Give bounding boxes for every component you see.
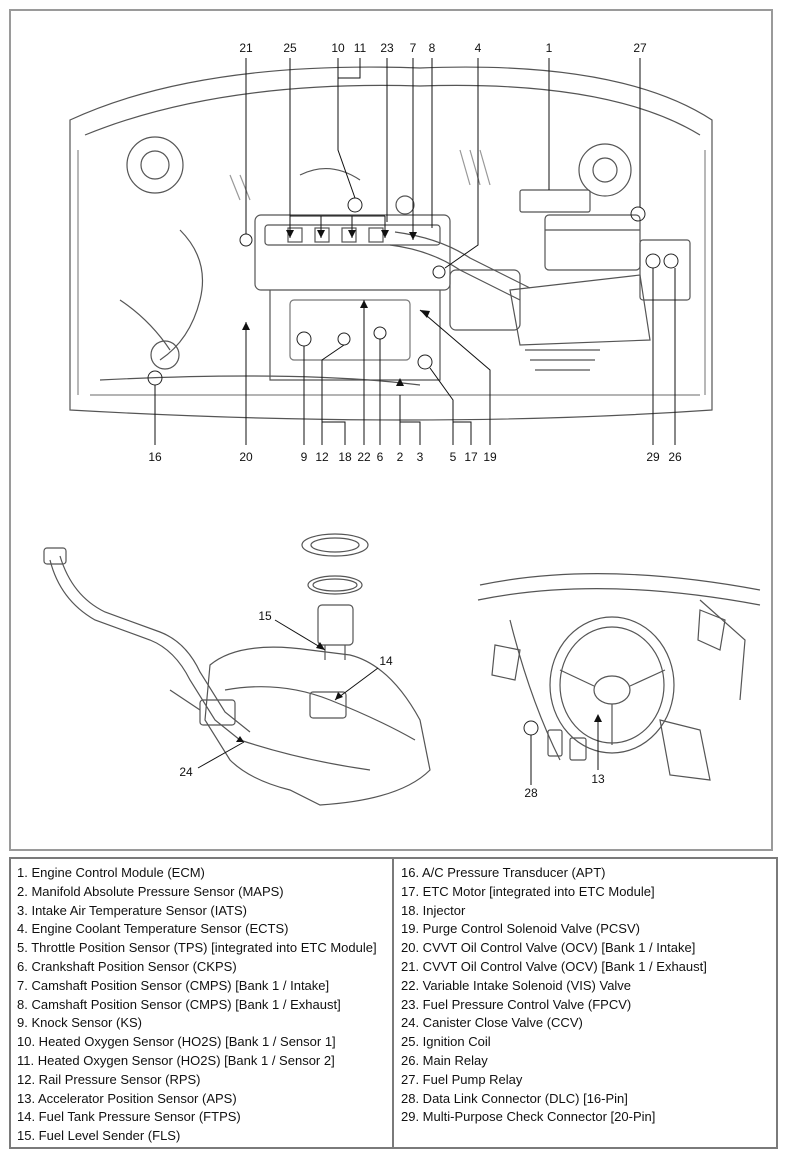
legend-item: 20. CVVT Oil Control Valve (OCV) [Bank 1…: [401, 940, 696, 956]
legend-item: 2. Manifold Absolute Pressure Sensor (MA…: [17, 883, 284, 899]
callout-27: 27: [633, 41, 647, 55]
callout-6: 6: [377, 450, 384, 464]
callout-24: 24: [179, 765, 193, 779]
legend-item: 18. Injector: [401, 902, 466, 918]
legend-item: 14. Fuel Tank Pressure Sensor (FTPS): [17, 1109, 241, 1125]
legend-item: 27. Fuel Pump Relay: [401, 1071, 523, 1087]
callout-19: 19: [483, 450, 497, 464]
legend-item: 7. Camshaft Position Sensor (CMPS) [Bank…: [17, 977, 330, 993]
callout-28: 28: [524, 786, 538, 800]
legend-item: 19. Purge Control Solenoid Valve (PCSV): [401, 921, 640, 937]
legend-item: 13. Accelerator Position Sensor (APS): [17, 1090, 237, 1106]
engine-bay-illustration: [69, 66, 713, 421]
callout-13: 13: [591, 772, 605, 786]
callout-16: 16: [148, 450, 162, 464]
legend-column-left: 1. Engine Control Module (ECM) 2. Manifo…: [11, 859, 392, 1147]
engine-leader-lines: [154, 58, 676, 445]
callout-23: 23: [380, 41, 394, 55]
dashboard-leader-lines: [530, 716, 599, 785]
callout-26: 26: [668, 450, 682, 464]
callout-20: 20: [239, 450, 253, 464]
tank-callout-labels: 15 14 24: [179, 609, 393, 779]
legend-item: 29. Multi-Purpose Check Connector [20-Pi…: [401, 1109, 656, 1125]
legend-item: 9. Knock Sensor (KS): [17, 1015, 142, 1031]
dashboard-markers: [523, 720, 539, 736]
callout-3: 3: [417, 450, 424, 464]
legend-item: 16. A/C Pressure Transducer (APT): [401, 865, 606, 880]
callout-14: 14: [379, 654, 393, 668]
tank-arrowheads: [236, 642, 343, 742]
callout-5: 5: [450, 450, 457, 464]
legend-item: 10. Heated Oxygen Sensor (HO2S) [Bank 1 …: [17, 1034, 336, 1050]
tank-leader-lines: [197, 619, 379, 769]
callout-2: 2: [397, 450, 404, 464]
callout-15: 15: [258, 609, 272, 623]
legend-table: 1. Engine Control Module (ECM) 2. Manifo…: [9, 857, 778, 1149]
callout-17: 17: [464, 450, 478, 464]
legend-item: 23. Fuel Pressure Control Valve (FPCV): [401, 996, 632, 1012]
callout-8: 8: [429, 41, 436, 55]
legend-column-right: 16. A/C Pressure Transducer (APT) 17. ET…: [392, 859, 776, 1147]
legend-item: 3. Intake Air Temperature Sensor (IATS): [17, 902, 248, 918]
engine-sensor-markers: [147, 197, 679, 386]
diagram-frame: [9, 9, 773, 851]
legend-item: 12. Rail Pressure Sensor (RPS): [17, 1071, 201, 1087]
legend-item: 21. CVVT Oil Control Valve (OCV) [Bank 1…: [401, 958, 707, 974]
engine-arrowheads: [242, 230, 430, 386]
callout-4: 4: [475, 41, 482, 55]
legend-item: 17. ETC Motor [integrated into ETC Modul…: [401, 883, 655, 899]
dashboard-arrowheads: [594, 714, 602, 722]
legend-item: 6. Crankshaft Position Sensor (CKPS): [17, 958, 237, 974]
callout-11: 11: [354, 41, 367, 55]
callout-9: 9: [301, 450, 308, 464]
legend-item: 22. Variable Intake Solenoid (VIS) Valve: [401, 977, 632, 993]
dashboard-callout-labels: 28 13: [524, 772, 605, 800]
component-location-diagram: 21 25 10 11 23 7 8 4 1 27 16 20 9 12 18 …: [43, 41, 761, 806]
legend-item: 1. Engine Control Module (ECM): [17, 865, 205, 880]
callout-25: 25: [283, 41, 297, 55]
legend-item: 26. Main Relay: [401, 1052, 488, 1068]
legend-item: 11. Heated Oxygen Sensor (HO2S) [Bank 1 …: [17, 1052, 335, 1068]
engine-callout-labels: 21 25 10 11 23 7 8 4 1 27 16 20 9 12 18 …: [148, 41, 682, 464]
callout-18: 18: [338, 450, 352, 464]
fuel-tank-illustration: [43, 533, 431, 806]
legend-item: 15. Fuel Level Sender (FLS): [17, 1128, 181, 1144]
legend-item: 5. Throttle Position Sensor (TPS) [integ…: [17, 940, 377, 956]
callout-29: 29: [646, 450, 660, 464]
legend-item: 24. Canister Close Valve (CCV): [401, 1015, 583, 1031]
callout-7: 7: [410, 41, 417, 55]
callout-12: 12: [315, 450, 329, 464]
callout-10: 10: [331, 41, 345, 55]
legend-item: 25. Ignition Coil: [401, 1034, 491, 1050]
legend-item: 28. Data Link Connector (DLC) [16-Pin]: [401, 1090, 628, 1106]
dashboard-illustration: [477, 573, 761, 781]
callout-1: 1: [546, 41, 553, 55]
legend-item: 8. Camshaft Position Sensor (CMPS) [Bank…: [17, 996, 341, 1012]
legend-item: 4. Engine Coolant Temperature Sensor (EC…: [17, 921, 289, 937]
callout-22: 22: [357, 450, 371, 464]
callout-21: 21: [239, 41, 253, 55]
